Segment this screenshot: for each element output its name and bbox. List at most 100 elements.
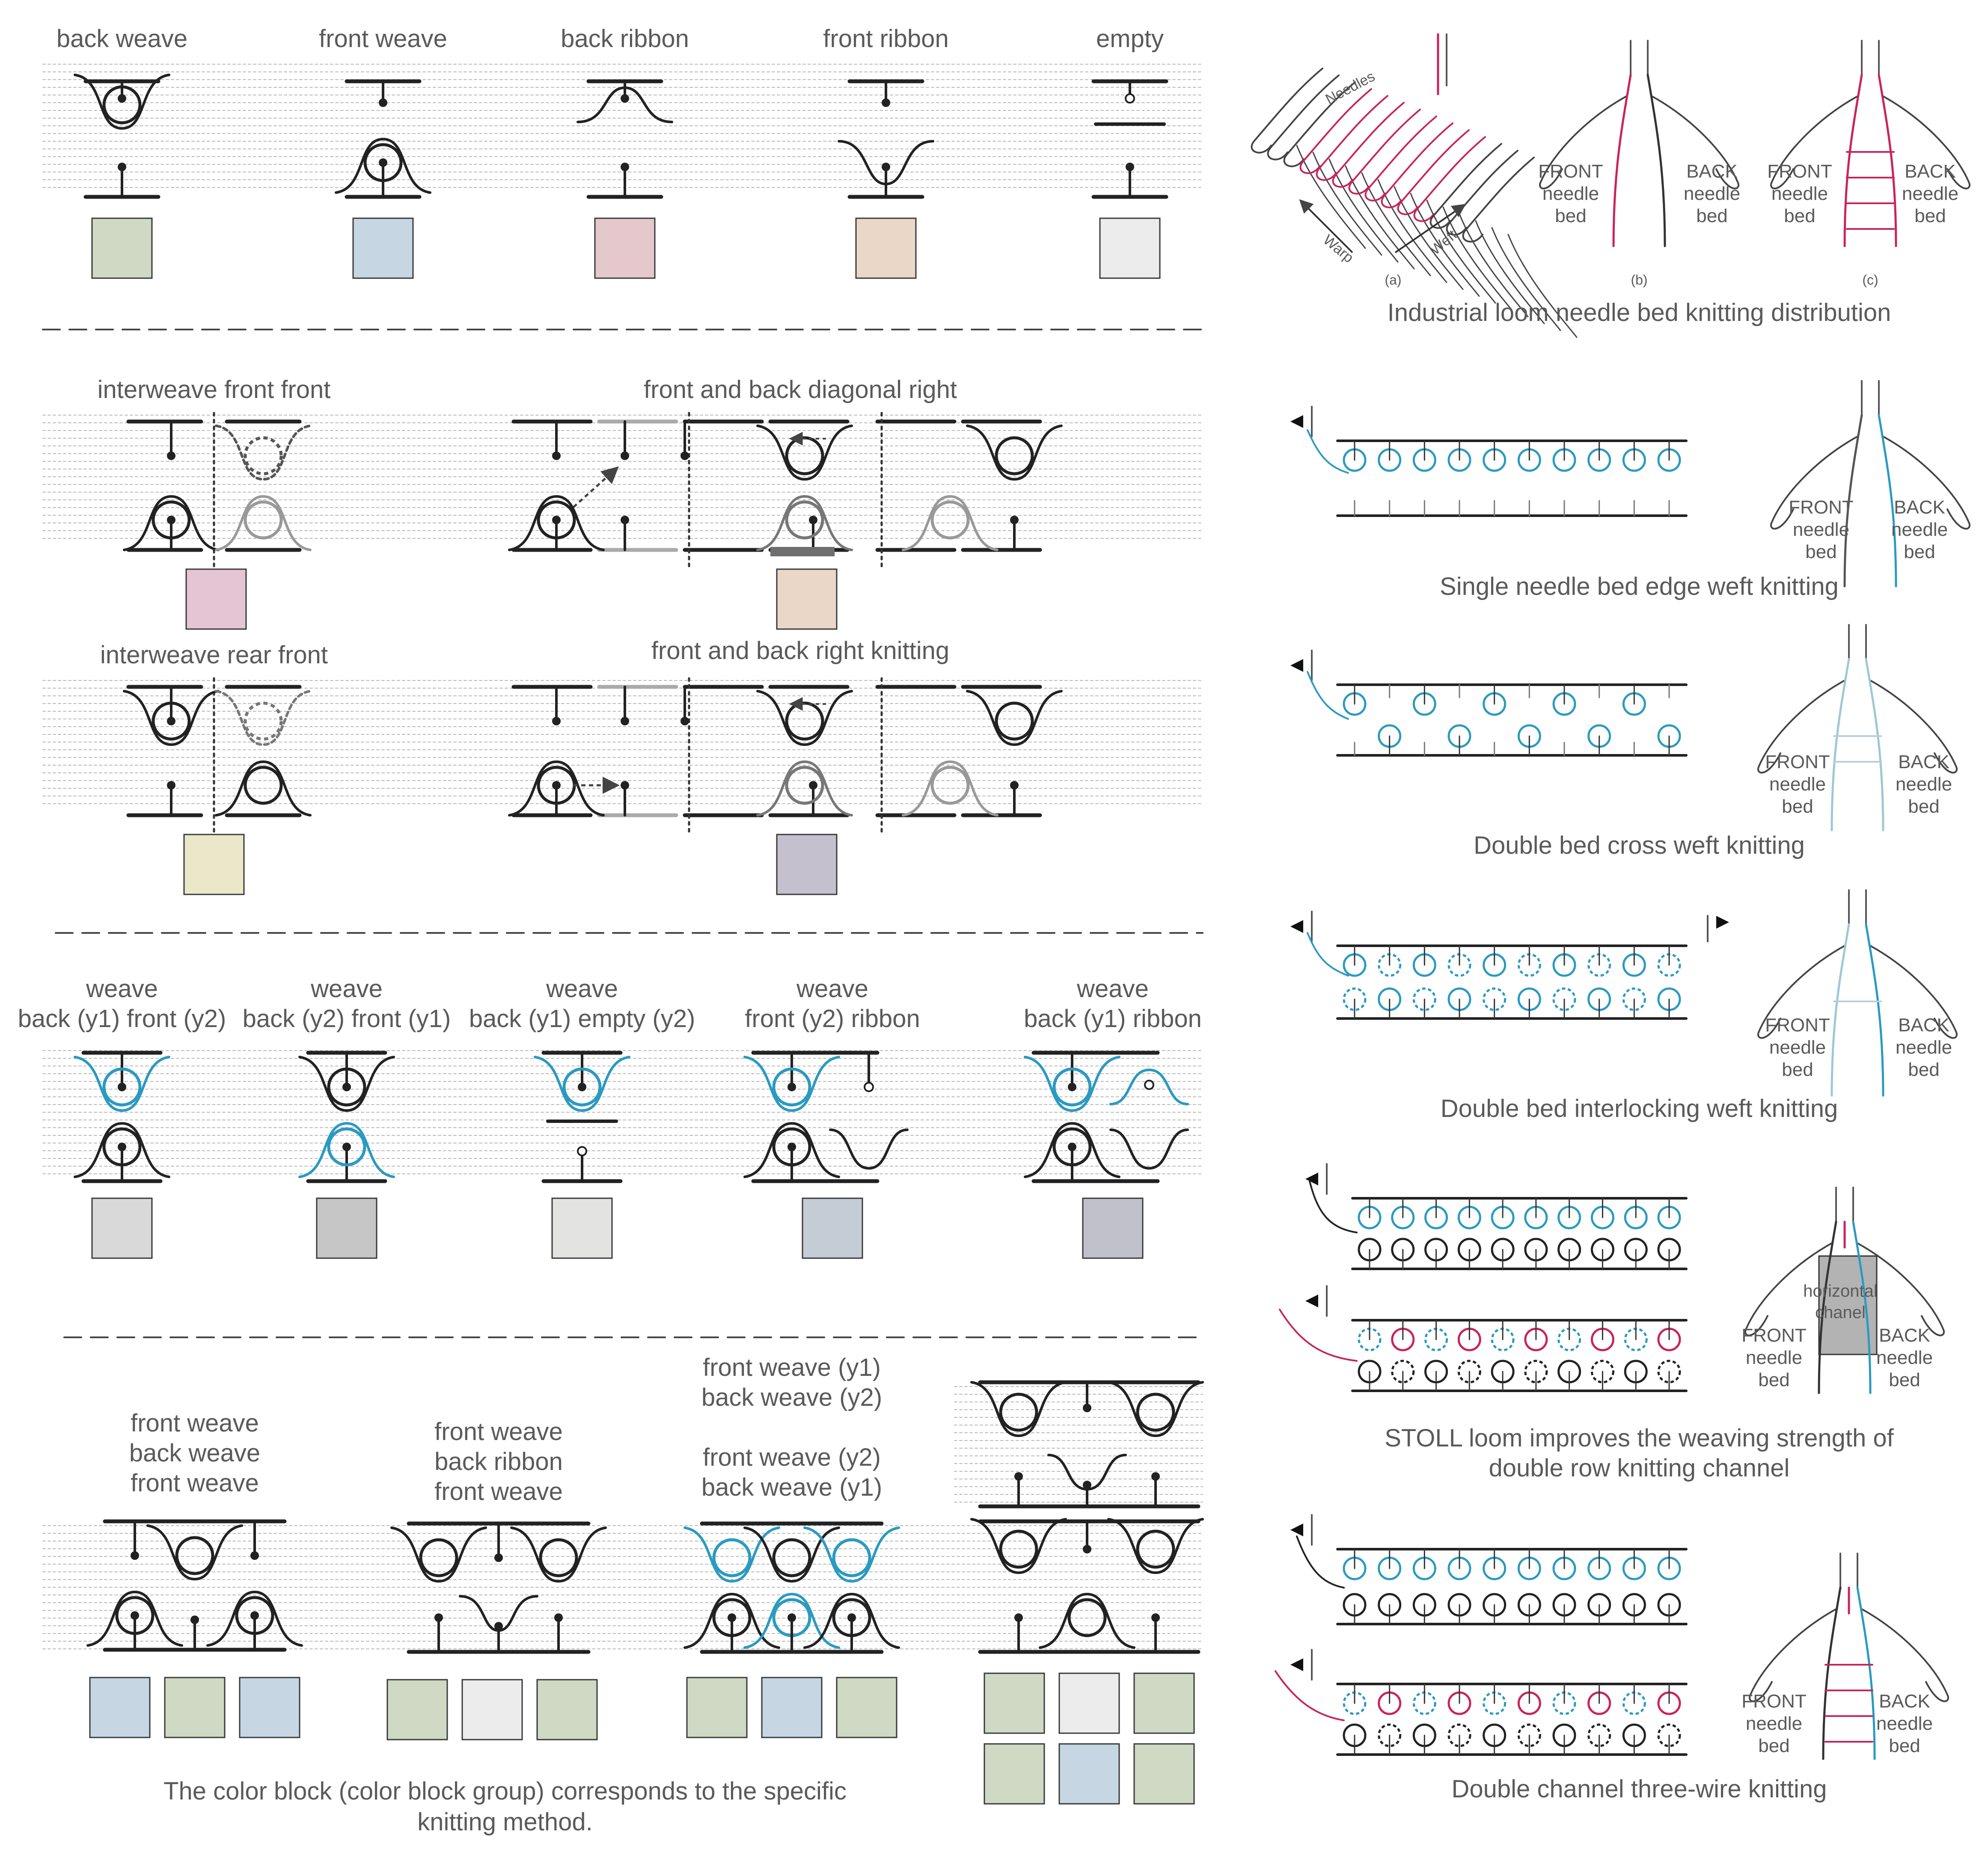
needle-dot bbox=[342, 1143, 351, 1151]
yarn-carrier bbox=[1631, 41, 1648, 75]
feed-yarn bbox=[1275, 1671, 1344, 1720]
method-label-line1: weave bbox=[1076, 975, 1149, 1003]
diag-right-label: front and back diagonal right bbox=[644, 376, 957, 404]
group1-label: front weave bbox=[131, 1409, 259, 1437]
feed-yarn bbox=[1280, 1310, 1357, 1361]
method-label: back ribbon bbox=[561, 25, 689, 53]
needle-dot bbox=[131, 1611, 139, 1620]
swatch-interweave-front-front bbox=[186, 569, 246, 629]
swatch-green bbox=[837, 1678, 897, 1737]
front-yarn bbox=[1832, 659, 1849, 830]
front-yarn bbox=[1845, 75, 1862, 246]
swatch-green bbox=[387, 1680, 447, 1740]
front-bed-label: FRONT bbox=[1765, 751, 1830, 772]
front-bed-label: FRONT bbox=[1741, 1325, 1807, 1346]
front-needle bbox=[1750, 1609, 1836, 1701]
back-yarn bbox=[1866, 659, 1883, 830]
needle-label: needle bbox=[1746, 1347, 1802, 1368]
back-yarn bbox=[1879, 415, 1896, 586]
needle-dot bbox=[680, 451, 689, 460]
needle-dot bbox=[167, 516, 175, 524]
back-bed-label: BACK bbox=[1905, 161, 1956, 182]
bed-label: bed bbox=[1805, 541, 1836, 562]
needle-dot bbox=[787, 1083, 796, 1091]
swatch-green bbox=[1134, 1744, 1194, 1804]
back-bed-label: BACK bbox=[1879, 1325, 1930, 1346]
interweave-front-front-label: interweave front front bbox=[98, 376, 331, 404]
yarn-loop bbox=[392, 1528, 486, 1581]
group3b-label: front weave (y2) bbox=[703, 1443, 881, 1471]
needle-dot bbox=[494, 1553, 503, 1562]
back-yarn bbox=[1866, 924, 1883, 1096]
needle-dot bbox=[434, 1613, 443, 1622]
needle-dot bbox=[118, 163, 126, 171]
swatch-green bbox=[687, 1678, 747, 1737]
swatch-peach bbox=[856, 218, 916, 278]
front-bed-label: FRONT bbox=[1767, 161, 1832, 182]
needle-dot bbox=[1068, 1143, 1076, 1151]
needle-dot bbox=[167, 781, 175, 790]
needle-dot bbox=[494, 1622, 503, 1630]
yarn-carrier bbox=[1862, 381, 1879, 415]
swatch-green bbox=[165, 1678, 225, 1737]
needle-dot bbox=[118, 94, 126, 103]
needle-dot bbox=[118, 1083, 126, 1091]
yarn-loop-ring bbox=[932, 767, 968, 803]
needle-label: needle bbox=[1793, 519, 1849, 540]
needle-dot bbox=[167, 451, 175, 460]
empty-needle bbox=[578, 1147, 586, 1155]
loom-caption: Industrial loom needle bed knitting dist… bbox=[1388, 299, 1891, 327]
direction-arrow bbox=[1305, 1173, 1318, 1185]
needle-dot bbox=[787, 1143, 796, 1151]
yarn-loop-ring bbox=[245, 703, 281, 739]
yarn-loop-ring bbox=[245, 767, 281, 803]
yarn-loop-ring bbox=[245, 438, 281, 474]
yarn-loop-ring bbox=[177, 1538, 213, 1574]
group1-label: back weave bbox=[129, 1439, 260, 1467]
needle-label: needle bbox=[1769, 1037, 1826, 1058]
method-label-line1: weave bbox=[546, 975, 618, 1003]
method-label-line1: weave bbox=[310, 975, 383, 1003]
bed-label: bed bbox=[1696, 205, 1727, 226]
yarn-loop bbox=[758, 691, 852, 745]
yarn-loop bbox=[745, 1528, 839, 1581]
yarn-loop bbox=[511, 1528, 606, 1581]
bed-label: bed bbox=[1758, 1735, 1789, 1756]
back-bed-label: BACK bbox=[1898, 751, 1949, 772]
swatch-blue bbox=[240, 1678, 300, 1737]
empty-needle bbox=[865, 1083, 873, 1091]
needle-dot bbox=[342, 1083, 351, 1091]
front-bed-label: FRONT bbox=[1789, 497, 1854, 518]
cross-weft-caption: Double bed cross weft knitting bbox=[1474, 832, 1805, 859]
yarn-carrier bbox=[1836, 1188, 1853, 1222]
needle-label: needle bbox=[1746, 1713, 1802, 1734]
needle-dot bbox=[379, 98, 387, 107]
stoll-caption: double row knitting channel bbox=[1489, 1454, 1790, 1482]
group2-label: front weave bbox=[434, 1418, 563, 1446]
interweave-rear-front-label: interweave rear front bbox=[100, 641, 328, 669]
needle-dot bbox=[1010, 516, 1019, 524]
needle-dot bbox=[728, 1613, 736, 1622]
needle-dot bbox=[552, 516, 561, 524]
single-bed-caption: Single needle bed edge weft knitting bbox=[1440, 573, 1839, 600]
subfigure-a-label: (a) bbox=[1385, 272, 1401, 288]
bed-label: bed bbox=[1914, 205, 1946, 226]
method-label-line2: back (y2) front (y1) bbox=[243, 1005, 451, 1033]
front-yarn bbox=[1614, 75, 1631, 246]
yarn-carrier bbox=[1849, 625, 1866, 659]
needle-label: needle bbox=[1771, 183, 1828, 204]
needle-dot bbox=[379, 158, 387, 167]
bed-label: bed bbox=[1889, 1369, 1920, 1390]
yarn-loop bbox=[1108, 1519, 1203, 1573]
method-label-line2: back (y1) front (y2) bbox=[18, 1005, 226, 1033]
left-panel-knitting-methods: back weavefront weaveback ribbonfront ri… bbox=[18, 25, 1203, 1836]
needle-dot bbox=[882, 163, 890, 171]
needle-dot bbox=[1014, 1613, 1023, 1622]
empty-needle bbox=[1145, 1081, 1153, 1089]
bed-label: bed bbox=[1782, 1059, 1813, 1080]
yarn-loop bbox=[148, 1526, 242, 1579]
yarn-loop-ring bbox=[787, 438, 823, 474]
direction-arrow bbox=[1290, 415, 1303, 428]
direction-arrow bbox=[1290, 659, 1303, 672]
needle-label: needle bbox=[1902, 183, 1958, 204]
